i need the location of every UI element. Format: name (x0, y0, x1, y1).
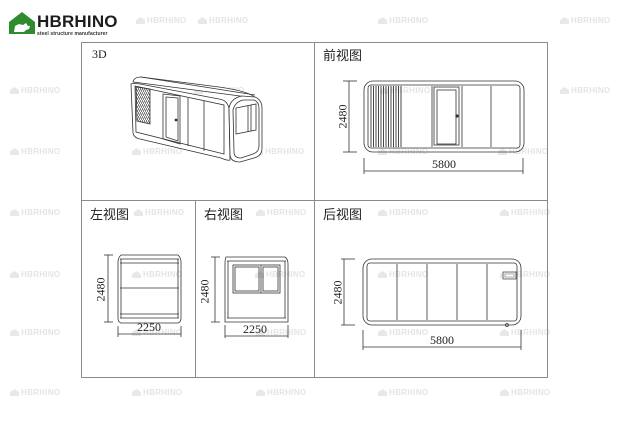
vertical-divider-left (195, 200, 196, 378)
back-view-drawing (341, 258, 522, 350)
panel-title-right-view: 右视图 (204, 208, 244, 223)
container-3d-drawing (130, 76, 263, 163)
company-logo: HBRHINO steel structure manufacturer (9, 12, 118, 37)
right-view-drawing (211, 256, 289, 338)
panel-title-back-view: 后视图 (323, 208, 363, 223)
front-width-dimension: 5800 (432, 157, 456, 171)
back-width-dimension: 5800 (430, 333, 454, 347)
left-view-drawing (104, 254, 182, 337)
front-view-drawing (343, 80, 525, 174)
brand-tagline: steel structure manufacturer (37, 31, 108, 37)
back-height-dimension: 2480 (330, 280, 345, 305)
panel-title-front-view: 前视图 (323, 49, 363, 64)
right-height-dimension: 2480 (197, 279, 212, 304)
right-width-dimension: 2250 (243, 322, 267, 336)
front-height-dimension: 2480 (335, 104, 350, 129)
rhino-house-icon (9, 12, 35, 34)
panel-title-3d: 3D (92, 47, 107, 61)
left-width-dimension: 2250 (137, 320, 161, 334)
brand-name: HBRHINO (37, 12, 118, 31)
vertical-divider (314, 42, 315, 378)
left-height-dimension: 2480 (93, 277, 108, 302)
panel-title-left-view: 左视图 (90, 208, 130, 223)
